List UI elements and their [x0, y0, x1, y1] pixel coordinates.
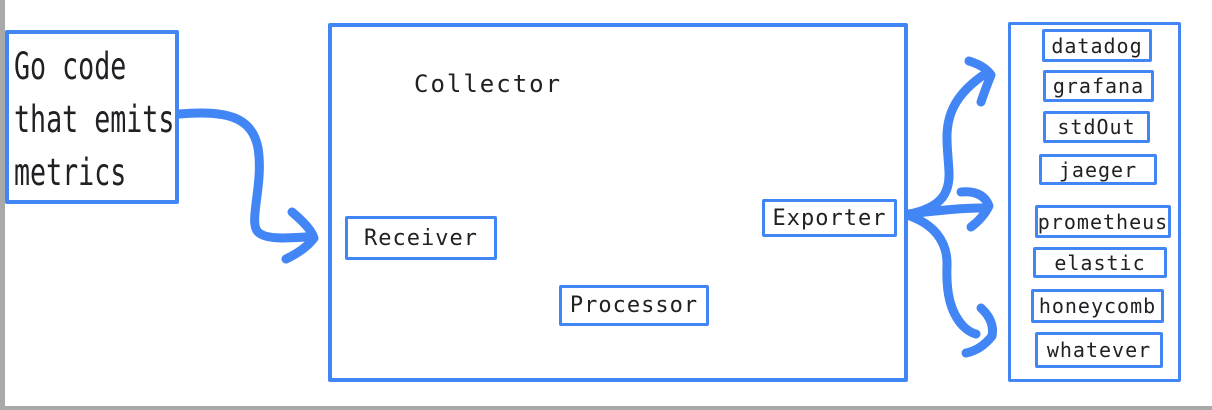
- exporter-label: Exporter: [772, 205, 887, 231]
- destination-datadog: datadog: [1042, 29, 1152, 62]
- destination-jaeger: jaeger: [1039, 154, 1157, 185]
- receiver-box: Receiver: [345, 216, 497, 260]
- window-edge-bottom: [0, 406, 1212, 410]
- arrow-exporter-branch-up-head: [964, 56, 996, 107]
- arrow-exporter-branch-middle: [903, 187, 994, 232]
- arrow-exporter-branch-middle-head: [956, 187, 994, 232]
- processor-box: Processor: [559, 285, 709, 326]
- arrow-exporter-branch-middle-line: [903, 203, 987, 219]
- source-code-text: Go code that emits metrics: [14, 40, 174, 199]
- arrow-source-to-collector-line: [174, 108, 310, 243]
- window-edge-left: [0, 0, 5, 410]
- destination-grafana: grafana: [1043, 70, 1154, 102]
- source-code-box: Go code that emits metrics: [5, 30, 179, 204]
- destination-label: stdOut: [1057, 115, 1136, 139]
- arrow-exporter-branch-up: [905, 56, 996, 219]
- destination-prometheus: prometheus: [1035, 205, 1171, 238]
- source-code-line: Go code: [14, 45, 127, 88]
- destination-whatever: whatever: [1035, 332, 1163, 368]
- destination-stdout: stdOut: [1043, 111, 1150, 143]
- destination-label: datadog: [1051, 33, 1143, 58]
- destination-elastic: elastic: [1033, 247, 1167, 278]
- source-code-line: metrics: [14, 151, 127, 194]
- arrow-source-to-collector-head: [281, 207, 319, 264]
- arrow-exporter-branch-down-head: [961, 303, 997, 358]
- destination-label: whatever: [1046, 338, 1152, 362]
- arrow-exporter-branch-down: [905, 211, 997, 358]
- arrow-exporter-branch-up-line: [905, 71, 987, 219]
- destination-label: elastic: [1054, 250, 1146, 275]
- processor-label: Processor: [569, 293, 699, 318]
- destination-label: jaeger: [1058, 157, 1138, 182]
- destination-honeycomb: honeycomb: [1031, 289, 1164, 323]
- arrow-exporter-branch-down-line: [905, 211, 981, 339]
- destination-label: prometheus: [1037, 209, 1169, 234]
- collector-title: Collector: [414, 70, 563, 98]
- exporter-box: Exporter: [762, 199, 897, 237]
- source-code-line: that emits: [14, 98, 175, 141]
- arrow-source-to-collector: [174, 108, 319, 264]
- destination-label: honeycomb: [1038, 294, 1157, 318]
- destination-label: grafana: [1052, 74, 1145, 98]
- receiver-label: Receiver: [364, 225, 478, 251]
